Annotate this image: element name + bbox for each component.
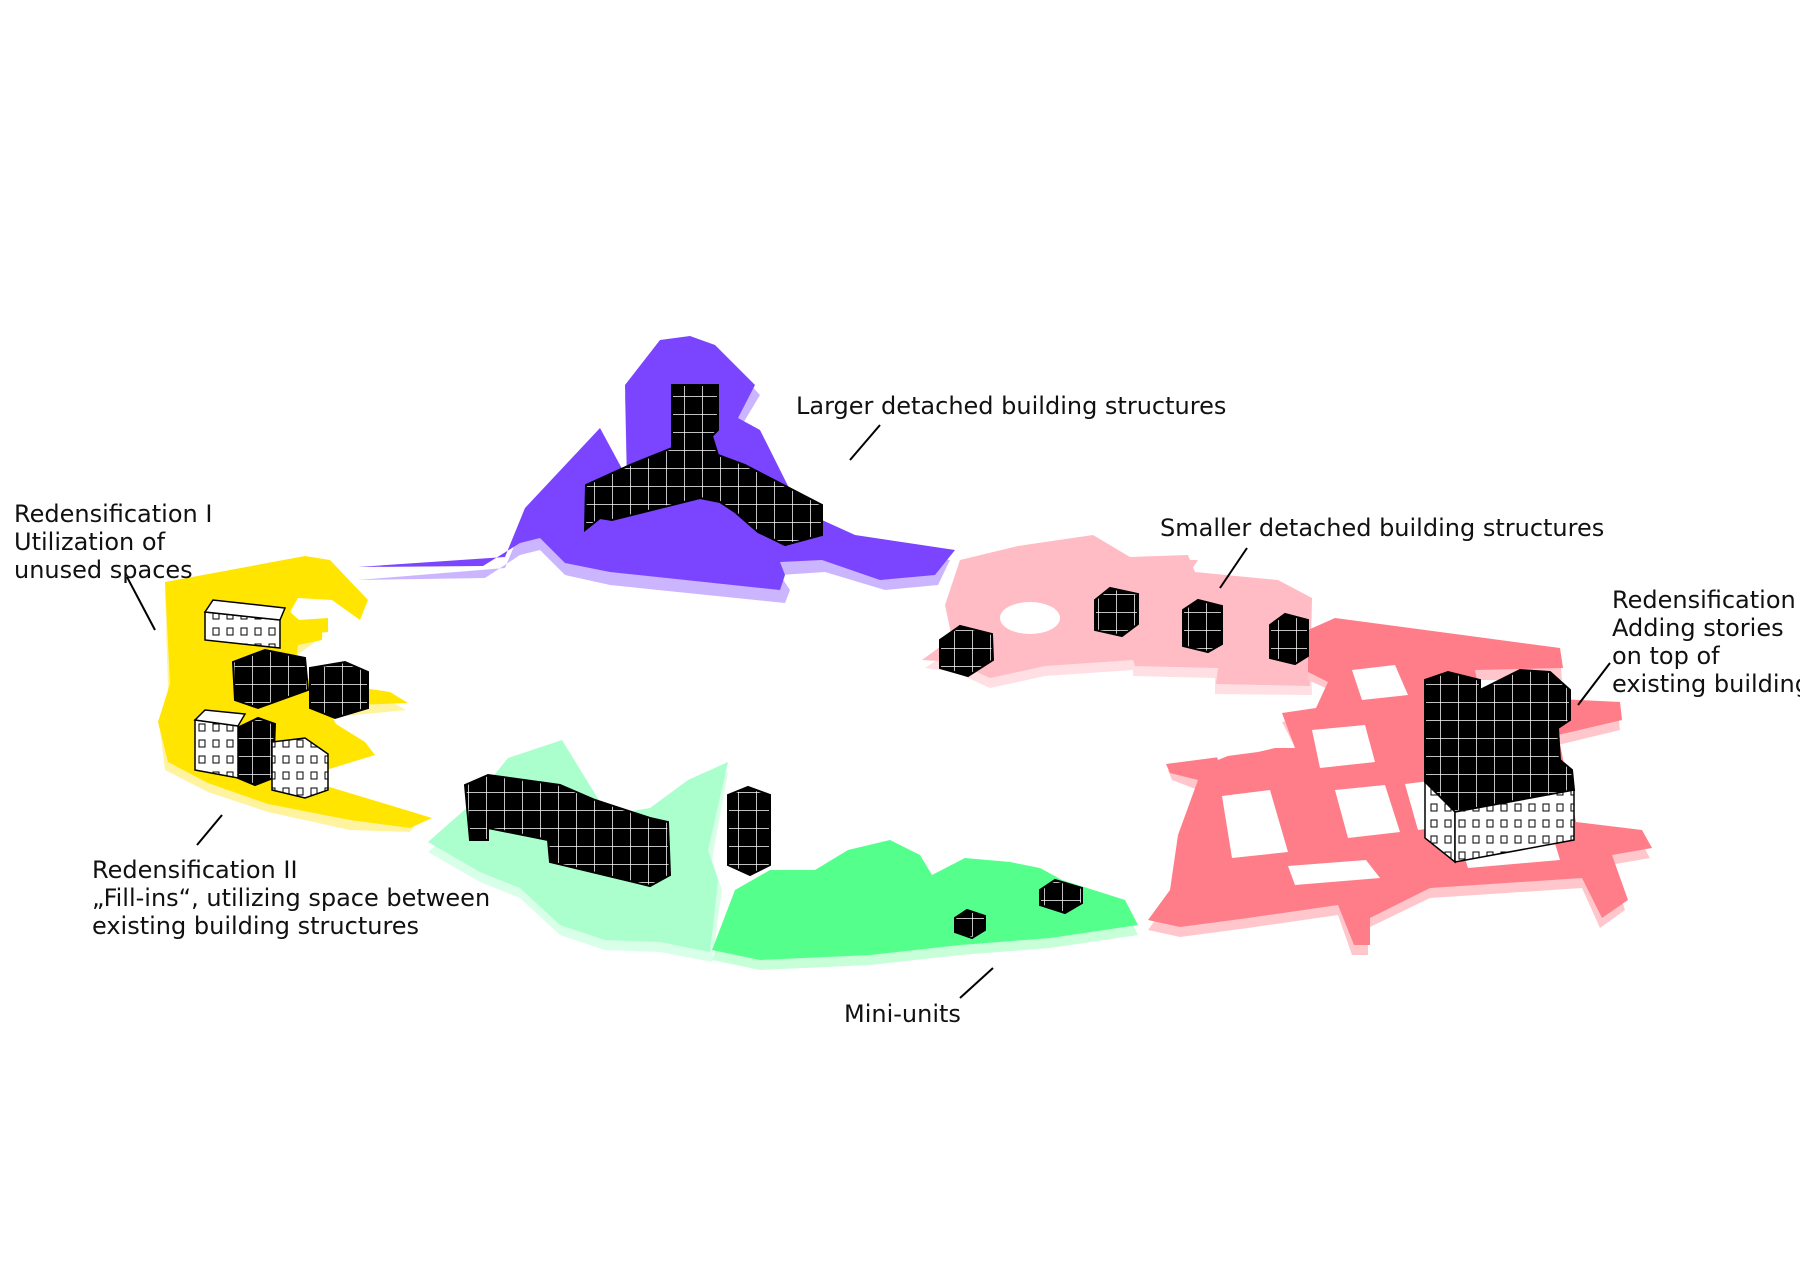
label-redensification-1-line3: unused spaces [14, 556, 193, 584]
fill-in-block-3 [235, 716, 277, 787]
leader-larger [849, 424, 881, 461]
grid-hole-7 [1312, 725, 1375, 768]
label-larger-detached: Larger detached building structures [796, 392, 1226, 420]
fill-in-tower [727, 785, 771, 877]
leader-smaller [1219, 547, 1248, 589]
label-redensification-3-line3: on top of [1612, 642, 1720, 670]
leader-redens1 [126, 576, 156, 631]
label-mini-units-text: Mini-units [844, 1000, 961, 1028]
leader-lines [126, 424, 1611, 999]
grid-hole-2 [1222, 790, 1288, 858]
label-larger-detached-text: Larger detached building structures [796, 392, 1227, 420]
label-redensification-3-title: Redensification III [1612, 586, 1800, 614]
label-redensification-2-line3: existing building structures [92, 912, 420, 940]
label-redensification-1: Redensification I Utilization of unused … [14, 500, 212, 584]
green-zone-top [712, 840, 1138, 960]
building-blocks [231, 384, 1576, 940]
central-plaza-hole [1000, 602, 1060, 634]
grid-hole-3 [1335, 785, 1400, 838]
existing-building-1-roof [203, 599, 287, 621]
grid-hole-1 [1212, 726, 1262, 760]
label-mini-units: Mini-units [844, 1000, 961, 1028]
leader-redens2 [196, 814, 223, 846]
existing-building-3 [271, 737, 329, 799]
fill-in-block-1 [231, 648, 310, 710]
fill-in-block-2 [309, 660, 369, 720]
small-block-4 [1269, 612, 1309, 666]
label-redensification-1-line2: Utilization of [14, 528, 166, 556]
green-zone [712, 840, 1138, 970]
yellow-pier [298, 618, 328, 635]
label-redensification-1-title: Redensification I [14, 500, 213, 528]
label-redensification-3: Redensification III Adding stories on to… [1612, 586, 1800, 698]
label-smaller-detached: Smaller detached building structures [1160, 514, 1604, 542]
leader-redens3 [1577, 662, 1611, 706]
existing-building-2-roof [193, 709, 247, 727]
mini-unit-1 [1039, 878, 1083, 915]
street-stub-1 [1180, 560, 1198, 572]
mini-unit-2 [954, 908, 986, 940]
grid-hole-8 [1288, 860, 1380, 885]
added-stories [1424, 668, 1576, 814]
label-redensification-2-line2: „Fill-ins“, utilizing space between [92, 884, 491, 912]
small-block-1 [939, 624, 995, 678]
large-y-building [583, 384, 823, 547]
fill-in-long-building [463, 773, 672, 888]
existing-tower-front [1454, 789, 1575, 863]
leader-mini [959, 967, 994, 999]
small-block-3 [1182, 598, 1223, 654]
existing-building-2 [194, 719, 239, 779]
label-redensification-2-title: Redensification II [92, 856, 298, 884]
existing-buildings [193, 599, 1575, 864]
small-block-2 [1094, 586, 1139, 638]
label-smaller-detached-text: Smaller detached building structures [1160, 514, 1605, 542]
grid-hole-6 [1352, 665, 1408, 700]
label-redensification-2: Redensification II „Fill-ins“, utilizing… [92, 856, 490, 940]
label-redensification-3-line2: Adding stories [1612, 614, 1784, 642]
